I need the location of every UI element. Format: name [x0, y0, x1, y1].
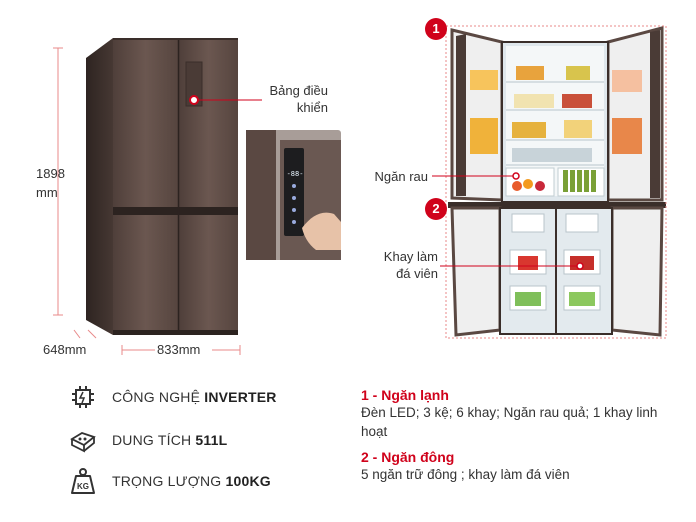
ice-tray-callout: Khay làm đá viên — [383, 249, 438, 281]
height-label: 1898 mm — [36, 166, 65, 200]
spec-weight-value: 100KG — [225, 473, 271, 489]
depth-dimension-line — [73, 329, 97, 339]
feature-fridge-title: 1 - Ngăn lạnh — [361, 387, 449, 403]
feature-freezer-desc: 5 ngăn trữ đông ; khay làm đá viên — [361, 467, 570, 482]
panel-display-digits: -88- — [286, 170, 304, 178]
spec-inverter: CÔNG NGHỆ INVERTER — [68, 382, 277, 412]
control-panel-zoom-image — [246, 130, 341, 260]
spec-weight-label: TRỌNG LƯỢNG — [112, 473, 226, 489]
svg-text:KG: KG — [77, 482, 89, 491]
spec-capacity: DUNG TÍCH 511L — [68, 425, 227, 455]
badge-fridge-compartment: 1 — [425, 18, 447, 40]
feature-freezer: 2 - Ngăn đông 5 ngăn trữ đông ; khay làm… — [361, 449, 661, 484]
depth-label: 648mm — [43, 342, 87, 357]
width-dimension-line — [121, 345, 241, 355]
closed-fridge-image — [86, 38, 238, 335]
weight-kg-icon: KG — [71, 468, 95, 494]
spec-inverter-value: INVERTER — [204, 389, 277, 405]
height-dimension-line — [53, 47, 63, 316]
width-label: 833mm — [157, 342, 201, 357]
spec-inverter-label: CÔNG NGHỆ — [112, 389, 205, 405]
feature-freezer-title: 2 - Ngăn đông — [361, 449, 455, 465]
feature-fridge-desc: Đèn LED; 3 kệ; 6 khay; Ngăn rau quả; 1 k… — [361, 405, 658, 439]
spec-capacity-label: DUNG TÍCH — [112, 432, 196, 448]
spec-inverter-text: CÔNG NGHỆ INVERTER — [112, 389, 277, 405]
spec-capacity-value: 511L — [195, 432, 228, 448]
spec-weight: KG TRỌNG LƯỢNG 100KG — [68, 466, 271, 496]
control-panel-callout: Bảng điều khiển — [269, 83, 328, 115]
open-fridge-image — [448, 26, 666, 337]
inverter-chip-icon — [72, 386, 94, 408]
crisper-callout: Ngăn rau — [374, 169, 428, 184]
open-fridge-outline — [445, 25, 667, 339]
spec-weight-text: TRỌNG LƯỢNG 100KG — [112, 473, 271, 489]
capacity-icon — [70, 432, 96, 453]
feature-fridge: 1 - Ngăn lạnh Đèn LED; 3 kệ; 6 khay; Ngă… — [361, 387, 661, 441]
spec-capacity-text: DUNG TÍCH 511L — [112, 432, 227, 448]
badge-freezer-compartment: 2 — [425, 198, 447, 220]
